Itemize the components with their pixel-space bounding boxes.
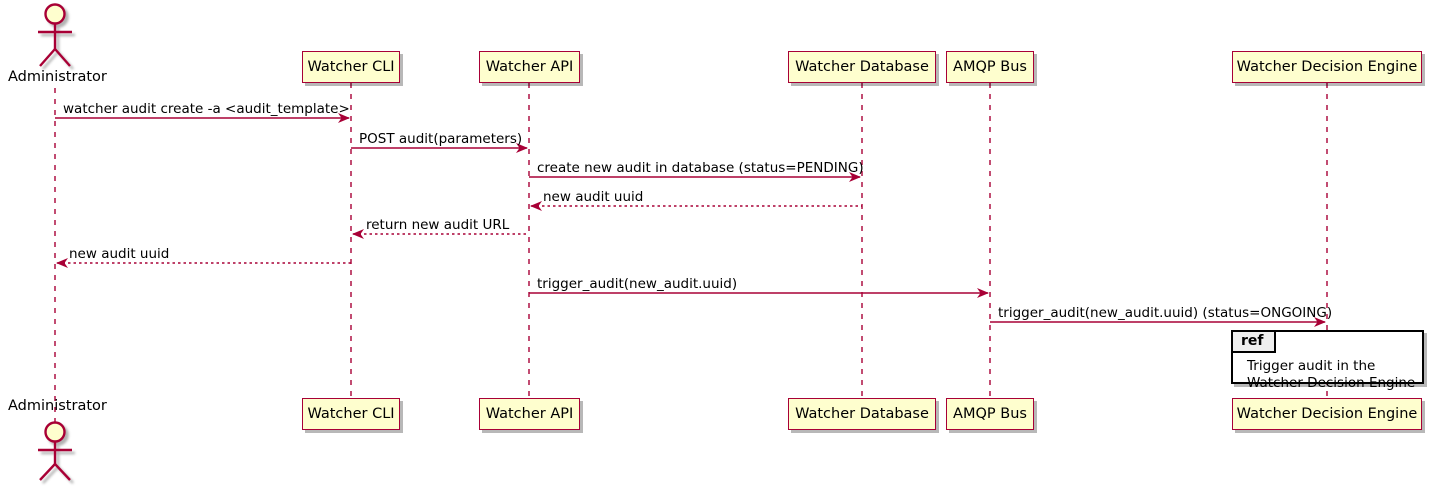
participant-box-watcher-cli-bottom[interactable]: Watcher CLI: [302, 398, 400, 430]
participant-label-watcher-api-bottom: Watcher API: [485, 406, 574, 422]
participant-box-amqp-bus-bottom[interactable]: AMQP Bus: [946, 398, 1034, 430]
message-arrows: [55, 113, 1326, 327]
participant-box-watcher-api-top[interactable]: Watcher API: [479, 51, 580, 83]
participant-box-watcher-decision-engine-bottom[interactable]: Watcher Decision Engine: [1232, 398, 1422, 430]
message-label-3: create new audit in database (status=PEN…: [537, 160, 864, 176]
message-label-7: trigger_audit(new_audit.uuid): [537, 276, 738, 292]
message-label-6: new audit uuid: [69, 246, 170, 262]
participant-label-watcher-cli: Watcher CLI: [307, 59, 395, 75]
participant-label-watcher-cli-bottom: Watcher CLI: [307, 406, 395, 422]
participant-label-watcher-decision-engine-bottom: Watcher Decision Engine: [1236, 406, 1418, 422]
participant-box-watcher-api-bottom[interactable]: Watcher API: [479, 398, 580, 430]
message-label-5: return new audit URL: [366, 217, 510, 233]
participant-label-watcher-database-bottom: Watcher Database: [795, 406, 929, 422]
participant-label-watcher-decision-engine: Watcher Decision Engine: [1236, 59, 1418, 75]
actor-label-administrator-top: Administrator: [8, 69, 107, 85]
participant-box-watcher-cli-top[interactable]: Watcher CLI: [302, 51, 400, 83]
lifelines: [54, 83, 1328, 430]
ref-fragment-text: Trigger audit in the Watcher Decision En…: [1247, 358, 1416, 391]
participant-label-watcher-database: Watcher Database: [795, 59, 929, 75]
participant-label-watcher-api: Watcher API: [485, 59, 574, 75]
message-label-1: watcher audit create -a <audit_template>: [63, 101, 350, 117]
participant-box-watcher-decision-engine-top[interactable]: Watcher Decision Engine: [1232, 51, 1422, 83]
actor-label-administrator-bottom: Administrator: [8, 398, 107, 414]
ref-fragment[interactable]: ref Trigger audit in the Watcher Decisio…: [1231, 330, 1424, 391]
participant-box-amqp-bus-top[interactable]: AMQP Bus: [946, 51, 1034, 83]
participant-box-watcher-database-bottom[interactable]: Watcher Database: [788, 398, 936, 430]
participant-label-amqp-bus-bottom: AMQP Bus: [953, 406, 1027, 422]
participant-label-amqp-bus: AMQP Bus: [953, 59, 1027, 75]
message-label-4: new audit uuid: [543, 189, 644, 205]
message-label-2: POST audit(parameters): [359, 131, 523, 147]
participant-box-watcher-database-top[interactable]: Watcher Database: [788, 51, 936, 83]
actor-administrator-top: [38, 3, 72, 67]
actor-administrator-bottom: [38, 421, 72, 481]
ref-fragment-keyword: ref: [1233, 332, 1276, 353]
message-label-8: trigger_audit(new_audit.uuid) (status=ON…: [998, 305, 1333, 321]
